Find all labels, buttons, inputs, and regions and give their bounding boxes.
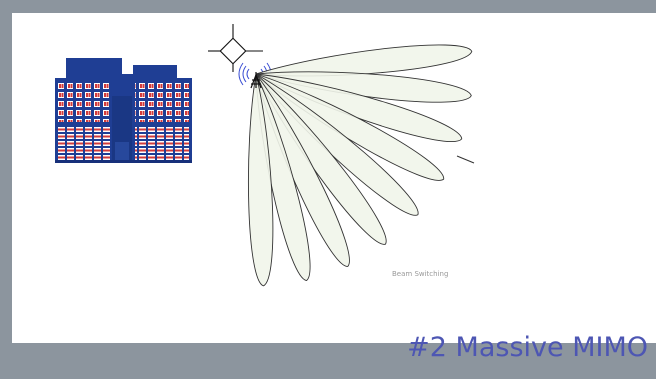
satellite-icon	[208, 24, 263, 72]
office-building-icon	[55, 58, 192, 163]
beam-fan	[244, 40, 473, 287]
diagram-caption: Beam Switching	[392, 270, 448, 278]
slide-title: #2 Massive MIMO	[407, 333, 648, 363]
beam-indicator-mark	[457, 156, 474, 163]
